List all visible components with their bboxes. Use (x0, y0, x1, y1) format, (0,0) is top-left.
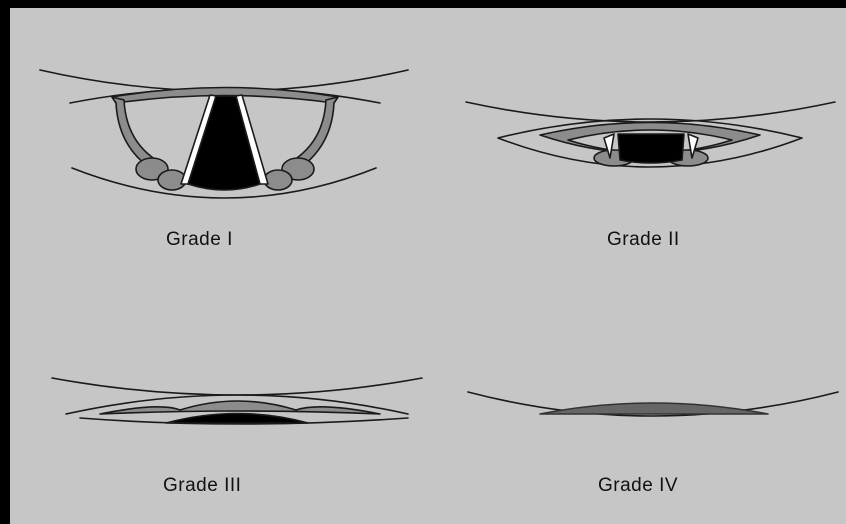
grade-1-right-arytenoid-2 (264, 170, 292, 190)
grade-1-view (40, 70, 408, 198)
grade-3-upper-arc (52, 378, 422, 395)
grade-2-view (466, 102, 835, 167)
grade-4-soft-palate (540, 403, 768, 414)
grade-3-epiglottis-band (100, 401, 380, 414)
grade-3-label: Grade III (163, 475, 241, 497)
grade-4-view (468, 392, 838, 416)
grade-1-label: Grade I (166, 229, 233, 251)
grade-4-label: Grade IV (598, 475, 678, 497)
grade-2-label: Grade II (607, 229, 680, 251)
grade-3-view (52, 378, 422, 424)
grade-3-dark-edge (166, 414, 308, 424)
grade-2-glottis (618, 134, 684, 163)
